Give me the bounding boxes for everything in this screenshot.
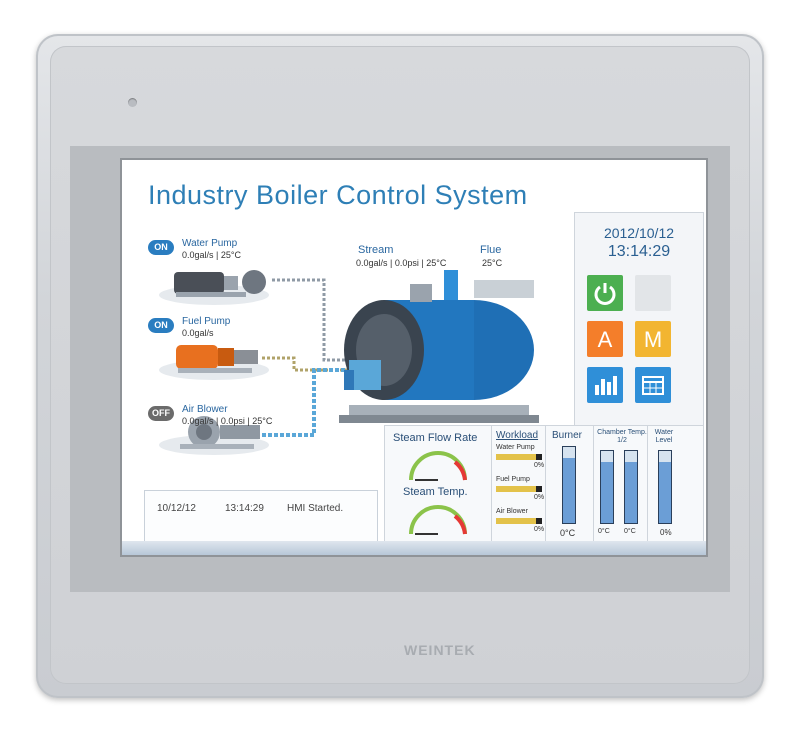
- air-blower-label: Air Blower: [182, 404, 228, 415]
- chamber-value-2: 0°C: [624, 528, 636, 535]
- power-icon: [594, 283, 616, 305]
- steam-flow-label: Steam Flow Rate: [393, 432, 478, 444]
- water-pump-icon: [174, 270, 266, 297]
- auto-mode-label: A: [597, 327, 613, 352]
- page-title: Industry Boiler Control System: [148, 180, 528, 210]
- bar-chart-icon: [595, 376, 617, 395]
- manual-mode-button[interactable]: M: [635, 321, 671, 357]
- workload-fuel-label: Fuel Pump: [496, 476, 530, 483]
- workload-water-bar: [496, 454, 536, 460]
- trend-button[interactable]: [587, 367, 623, 403]
- air-pipe: [262, 368, 349, 437]
- stream-label: Stream: [358, 244, 394, 256]
- date-display: 2012/10/12: [603, 225, 675, 241]
- chamber-section: Chamber Temp. 1/2 0°C 0°C: [593, 426, 648, 546]
- workload-title: Workload: [496, 430, 539, 441]
- manual-mode-label: M: [643, 327, 663, 352]
- burner-value: 0°C: [560, 528, 576, 538]
- screen-bottom-bar: [122, 541, 706, 555]
- chamber-bar-2-fill: [625, 461, 637, 523]
- workload-water-value: 0%: [534, 462, 545, 469]
- status-panel: Steam Flow Rate Steam Temp. Workload Wat…: [384, 425, 704, 547]
- burner-title: Burner: [552, 430, 583, 441]
- stream-reading: 0.0gal/s | 0.0psi | 25°C: [356, 258, 447, 268]
- log-time: 13:14:29: [225, 503, 264, 514]
- steam-temp-gauge-icon: [409, 505, 467, 535]
- workload-fuel-bar: [496, 486, 536, 492]
- hmi-screen: Industry Boiler Control System: [122, 160, 706, 555]
- workload-air-value: 0%: [534, 526, 545, 533]
- chamber-bar-1: [600, 450, 614, 524]
- air-blower-reading: 0.0gal/s | 0.0psi | 25°C: [182, 416, 273, 426]
- water-pump-label: Water Pump: [182, 238, 238, 249]
- flue-label: Flue: [480, 244, 502, 256]
- workload-air-label: Air Blower: [496, 508, 528, 515]
- workload-water-marker: [536, 454, 542, 460]
- brand-logo: WEINTEK: [404, 642, 476, 658]
- calendar-icon: [642, 376, 664, 395]
- water-level-section: Water Level 0%: [647, 426, 704, 546]
- workload-fuel-marker: [536, 486, 542, 492]
- workload-fuel-value: 0%: [534, 494, 545, 501]
- steam-temp-label: Steam Temp.: [403, 486, 468, 498]
- air-blower-state-badge[interactable]: OFF: [148, 406, 174, 421]
- workload-air-bar: [496, 518, 536, 524]
- chamber-value-1: 0°C: [598, 528, 610, 535]
- calendar-button[interactable]: [635, 367, 671, 403]
- boiler-icon: [339, 270, 539, 423]
- boiler-diagram: [159, 270, 539, 455]
- chamber-title: Chamber Temp. 1/2: [597, 429, 647, 444]
- water-level-bar-fill: [659, 461, 671, 523]
- workload-water-label: Water Pump: [496, 444, 535, 451]
- fuel-pump-reading: 0.0gal/s: [182, 328, 214, 338]
- flue-reading: 25°C: [482, 258, 503, 268]
- water-level-bar: [658, 450, 672, 524]
- log-date: 10/12/12: [157, 503, 196, 514]
- fuel-pump-state-badge[interactable]: ON: [148, 318, 174, 333]
- power-led-icon: [128, 98, 137, 107]
- fuel-pump-label: Fuel Pump: [182, 316, 231, 327]
- burner-bar-fill: [563, 458, 575, 523]
- power-button[interactable]: [587, 275, 623, 311]
- burner-bar: [562, 446, 576, 524]
- steam-flow-gauge-icon: [409, 451, 467, 481]
- air-blower-icon: [180, 416, 260, 449]
- water-level-value: 0%: [660, 528, 672, 537]
- time-display: 13:14:29: [607, 243, 671, 260]
- fuel-pump-icon: [176, 345, 258, 373]
- chamber-bar-2: [624, 450, 638, 524]
- water-pump-state-badge[interactable]: ON: [148, 240, 174, 255]
- auto-mode-button[interactable]: A: [587, 321, 623, 357]
- workload-section: Workload Water Pump 0% Fuel Pump 0% Air …: [491, 426, 546, 546]
- chamber-bar-1-fill: [601, 461, 613, 523]
- blank-tile: [635, 275, 671, 311]
- fuel-pipe: [262, 356, 374, 372]
- water-pump-reading: 0.0gal/s | 25°C: [182, 250, 241, 260]
- workload-air-marker: [536, 518, 542, 524]
- water-level-title: Water Level: [654, 429, 674, 444]
- burner-section: Burner 0°C: [545, 426, 594, 546]
- log-message: HMI Started.: [287, 503, 344, 514]
